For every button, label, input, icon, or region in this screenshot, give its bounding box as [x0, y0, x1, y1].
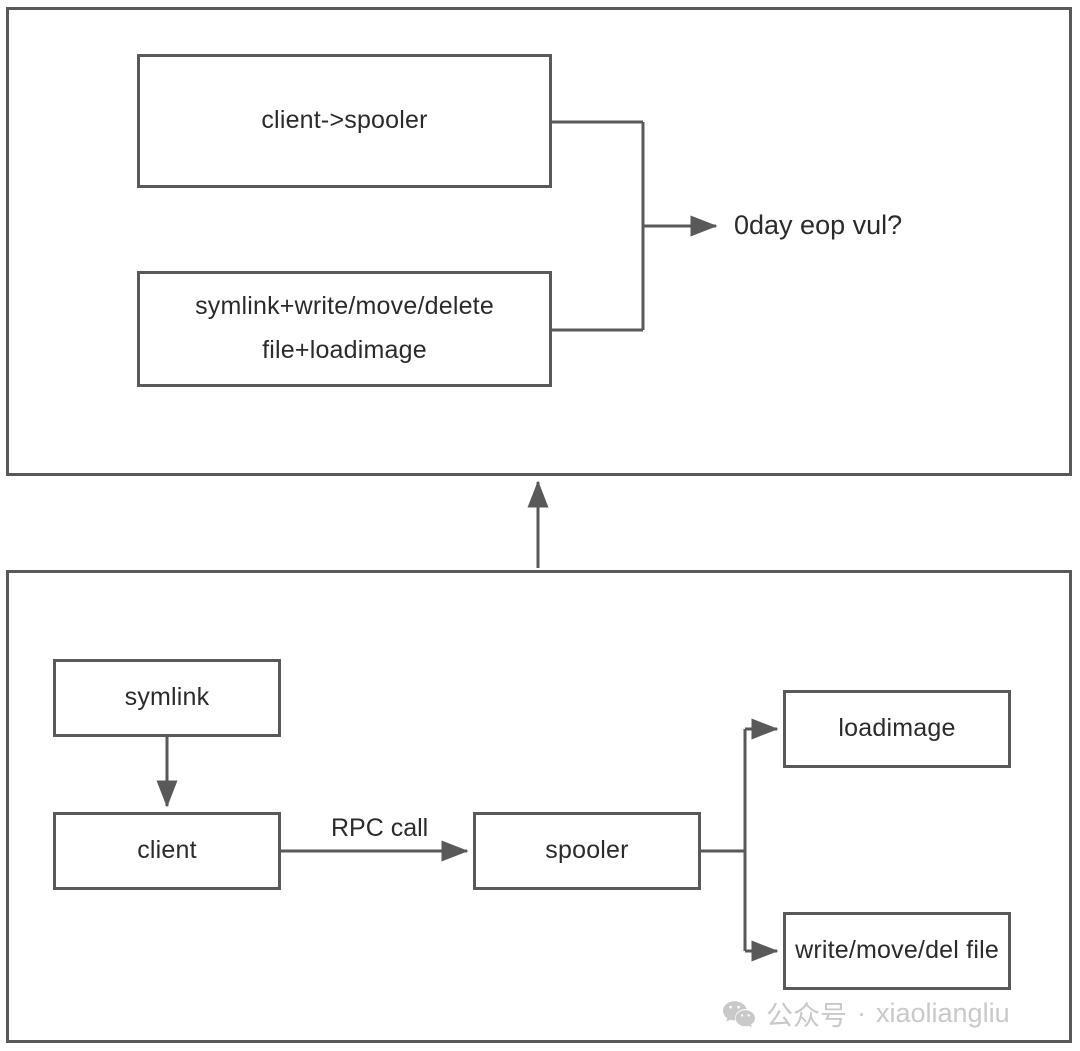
node-loadimage-label: loadimage	[838, 714, 956, 743]
node-client-spooler-label: client->spooler	[261, 106, 428, 135]
node-symlink-label: symlink	[124, 683, 210, 712]
node-spooler[interactable]: spooler	[473, 812, 701, 890]
edge-label-rpc-call: RPC call	[331, 814, 429, 842]
node-write-move-del-file[interactable]: write/move/del file	[783, 912, 1011, 990]
node-symlink-combo[interactable]: symlink+write/move/delete file+loadimage	[137, 271, 552, 387]
wechat-icon	[722, 1000, 756, 1028]
node-client-spooler[interactable]: client->spooler	[137, 54, 552, 188]
node-client[interactable]: client	[53, 812, 281, 890]
watermark-prefix: 公众号	[766, 1001, 847, 1032]
outcome-label: 0day eop vul?	[734, 210, 903, 240]
node-loadimage[interactable]: loadimage	[783, 690, 1011, 768]
watermark-separator: ·	[857, 998, 866, 1028]
node-symlink-combo-label-line2: file+loadimage	[262, 336, 427, 364]
node-client-label: client	[137, 836, 197, 865]
node-symlink-combo-label-line1: symlink+write/move/delete	[195, 292, 494, 321]
node-symlink[interactable]: symlink	[53, 659, 281, 737]
watermark-account: xiaoliangliu	[876, 998, 1010, 1028]
watermark: 公众号 · xiaoliangliu	[722, 994, 1010, 1033]
node-spooler-label: spooler	[545, 836, 629, 865]
node-write-move-del-file-label: write/move/del file	[795, 936, 999, 965]
